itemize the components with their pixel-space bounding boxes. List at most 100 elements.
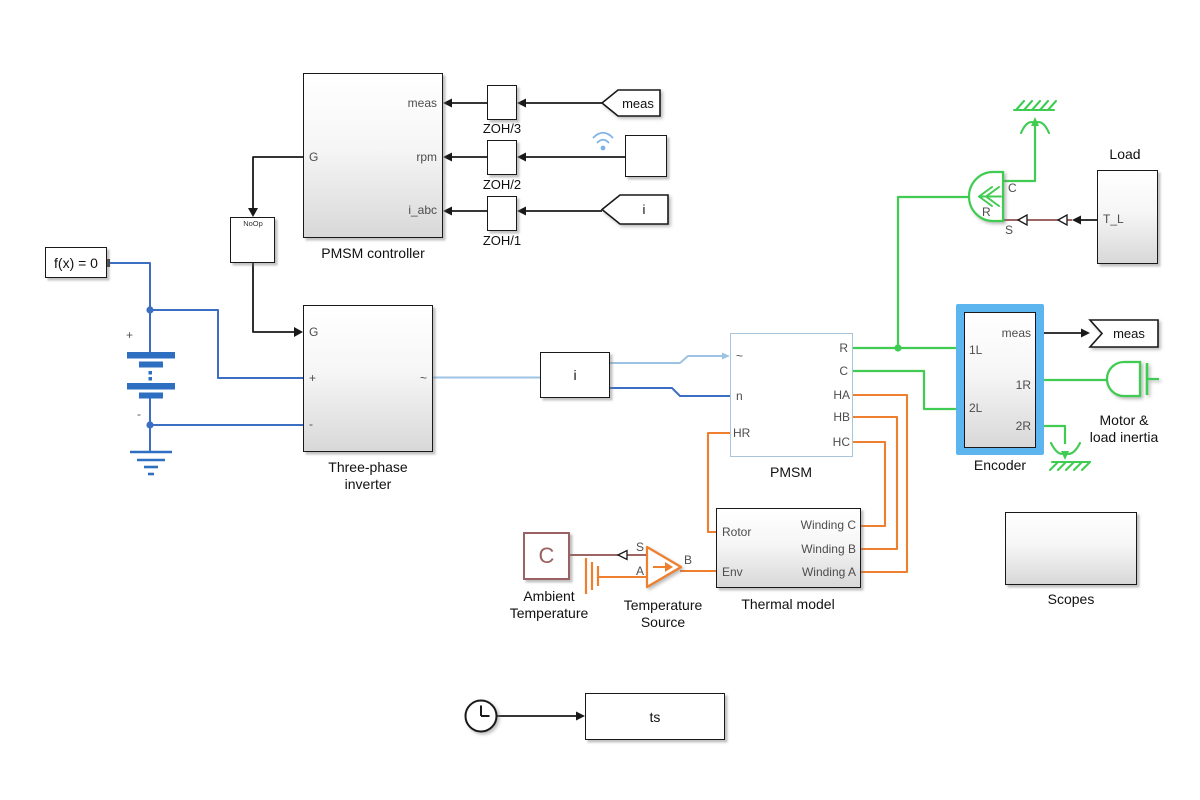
- inertia-icon[interactable]: [1107, 362, 1159, 396]
- wire-sensor-to-pmsm-ac[interactable]: [610, 356, 727, 363]
- wire-sensor-to-pmsm-n[interactable]: [610, 388, 730, 396]
- rotational-reference-top-icon[interactable]: [1014, 101, 1056, 133]
- goto-tag-meas-shape[interactable]: [1090, 320, 1158, 347]
- wire-pmsm-hr-to-rotor[interactable]: [708, 433, 730, 532]
- torque-port-s: S: [1005, 223, 1014, 237]
- ps-direction-arrows: [618, 215, 1067, 560]
- pmsm-block[interactable]: [730, 333, 853, 457]
- wire-pmsm-hb-to-winding-b[interactable]: [853, 417, 897, 549]
- pmsm-port-n: n: [736, 389, 743, 403]
- pmsm-controller-block[interactable]: [303, 73, 443, 238]
- goto-tag-meas-label[interactable]: meas: [1113, 326, 1145, 341]
- inertia-caption-2: load inertia: [1089, 429, 1159, 445]
- battery-plus-label: +: [126, 328, 134, 342]
- step-block[interactable]: [625, 135, 667, 177]
- noop-label: NoOp: [243, 219, 263, 228]
- encoder-port-meas: meas: [1001, 326, 1031, 340]
- thermal-port-wb: Winding B: [801, 542, 856, 556]
- thermal-reference-icon[interactable]: [586, 558, 598, 594]
- pmsm-port-ac: ~: [736, 349, 744, 363]
- zoh2-caption: ZOH/2: [482, 177, 522, 192]
- thermal-port-wc: Winding C: [800, 518, 856, 532]
- thermal-port-env: Env: [722, 565, 743, 579]
- encoder-block[interactable]: [964, 312, 1036, 448]
- controller-port-g: G: [309, 150, 319, 164]
- solver-port-nub: [105, 259, 110, 267]
- three-phase-inverter-block[interactable]: [303, 305, 433, 452]
- thermal-model-block[interactable]: [716, 508, 861, 588]
- pmsm-port-c: C: [839, 364, 848, 378]
- wire-junction-to-torque-r[interactable]: [898, 197, 969, 348]
- zoh2-block[interactable]: [487, 140, 517, 175]
- clock-icon[interactable]: [466, 701, 497, 732]
- pmsm-port-hc: HC: [832, 435, 850, 449]
- zoh3-block[interactable]: [487, 85, 517, 120]
- from-tag-meas-shape[interactable]: [602, 90, 660, 116]
- wire-junction-to-inverter-plus[interactable]: [150, 310, 303, 378]
- zoh3-caption: ZOH/3: [482, 121, 522, 136]
- temp-source-port-a: A: [635, 564, 644, 578]
- pmsm-port-hb: HB: [833, 410, 850, 424]
- wire-noop-to-inverter-g[interactable]: [253, 263, 300, 332]
- wire-pmsm-c-to-encoder-2l[interactable]: [853, 371, 964, 409]
- temp-source-caption-2: Source: [640, 614, 686, 630]
- encoder-port-1r: 1R: [1015, 378, 1031, 392]
- battery-icon[interactable]: [127, 352, 175, 399]
- thermal-port-wa: Winding A: [801, 565, 856, 579]
- torque-source-icon[interactable]: [969, 172, 1003, 221]
- noop-block[interactable]: [230, 217, 275, 263]
- ambient-icon-letter: C: [538, 543, 555, 568]
- ts-block[interactable]: ts: [585, 693, 725, 740]
- temp-source-caption-1: Temperature: [623, 597, 703, 613]
- encoder-port-1l: 1L: [969, 343, 983, 357]
- torque-port-c: C: [1008, 181, 1017, 195]
- ambient-caption-1: Ambient: [523, 588, 575, 604]
- ambient-caption-2: Temperature: [509, 605, 589, 621]
- pmsm-controller-caption: PMSM controller: [321, 245, 425, 261]
- from-tag-meas-label[interactable]: meas: [622, 95, 654, 111]
- battery-minus-label: -: [137, 407, 141, 421]
- controller-port-iabc: i_abc: [408, 203, 437, 217]
- zoh1-caption: ZOH/1: [482, 233, 522, 248]
- inverter-port-g: G: [309, 325, 319, 339]
- load-caption: Load: [1109, 146, 1141, 162]
- zoh1-block[interactable]: [487, 196, 517, 231]
- scopes-caption: Scopes: [1047, 591, 1095, 607]
- junction-dot-top: [146, 306, 154, 314]
- thermal-port-rotor: Rotor: [722, 525, 752, 539]
- encoder-port-2r: 2R: [1015, 419, 1031, 433]
- from-tag-i-label[interactable]: i: [642, 202, 646, 217]
- arrow-pmsm-ac: [722, 352, 730, 360]
- scopes-block[interactable]: [1005, 512, 1137, 585]
- inverter-port-minus: -: [309, 417, 313, 431]
- wire-torque-c-to-reference[interactable]: [1003, 124, 1035, 181]
- wire-controller-g-to-noop[interactable]: [253, 157, 303, 214]
- junction-dot-green: [894, 344, 902, 352]
- from-tag-i-shape[interactable]: [602, 195, 668, 224]
- electrical-reference-icon[interactable]: [130, 452, 172, 474]
- black-arrowheads: [248, 98, 1090, 721]
- temperature-source-icon[interactable]: [647, 547, 681, 587]
- pmsm-port-ha: HA: [833, 388, 850, 402]
- wire-solver-to-junction[interactable]: [107, 263, 150, 310]
- junction-dot-bottom: [146, 421, 154, 429]
- ambient-temperature-block[interactable]: [523, 532, 570, 580]
- wire-encoder-2r-to-reference[interactable]: [1036, 426, 1065, 444]
- pmsm-port-hr: HR: [733, 426, 751, 440]
- inverter-caption-2: inverter: [344, 476, 392, 492]
- torque-port-r: R: [982, 205, 991, 219]
- rotational-reference-bottom-icon[interactable]: [1050, 443, 1090, 470]
- encoder-port-2l: 2L: [969, 401, 983, 415]
- thermal-caption: Thermal model: [741, 596, 835, 612]
- wire-pmsm-hc-to-winding-c[interactable]: [853, 442, 885, 526]
- wire-pmsm-ha-to-winding-a[interactable]: [853, 395, 907, 572]
- current-sensor-block[interactable]: i: [540, 352, 610, 398]
- inverter-port-plus: +: [309, 371, 317, 385]
- inverter-port-ac: ~: [419, 371, 427, 385]
- pmsm-caption: PMSM: [770, 464, 812, 480]
- load-block[interactable]: [1097, 170, 1158, 264]
- solver-block[interactable]: f(x) = 0: [45, 247, 107, 278]
- controller-port-meas: meas: [407, 96, 437, 110]
- encoder-caption: Encoder: [973, 457, 1027, 473]
